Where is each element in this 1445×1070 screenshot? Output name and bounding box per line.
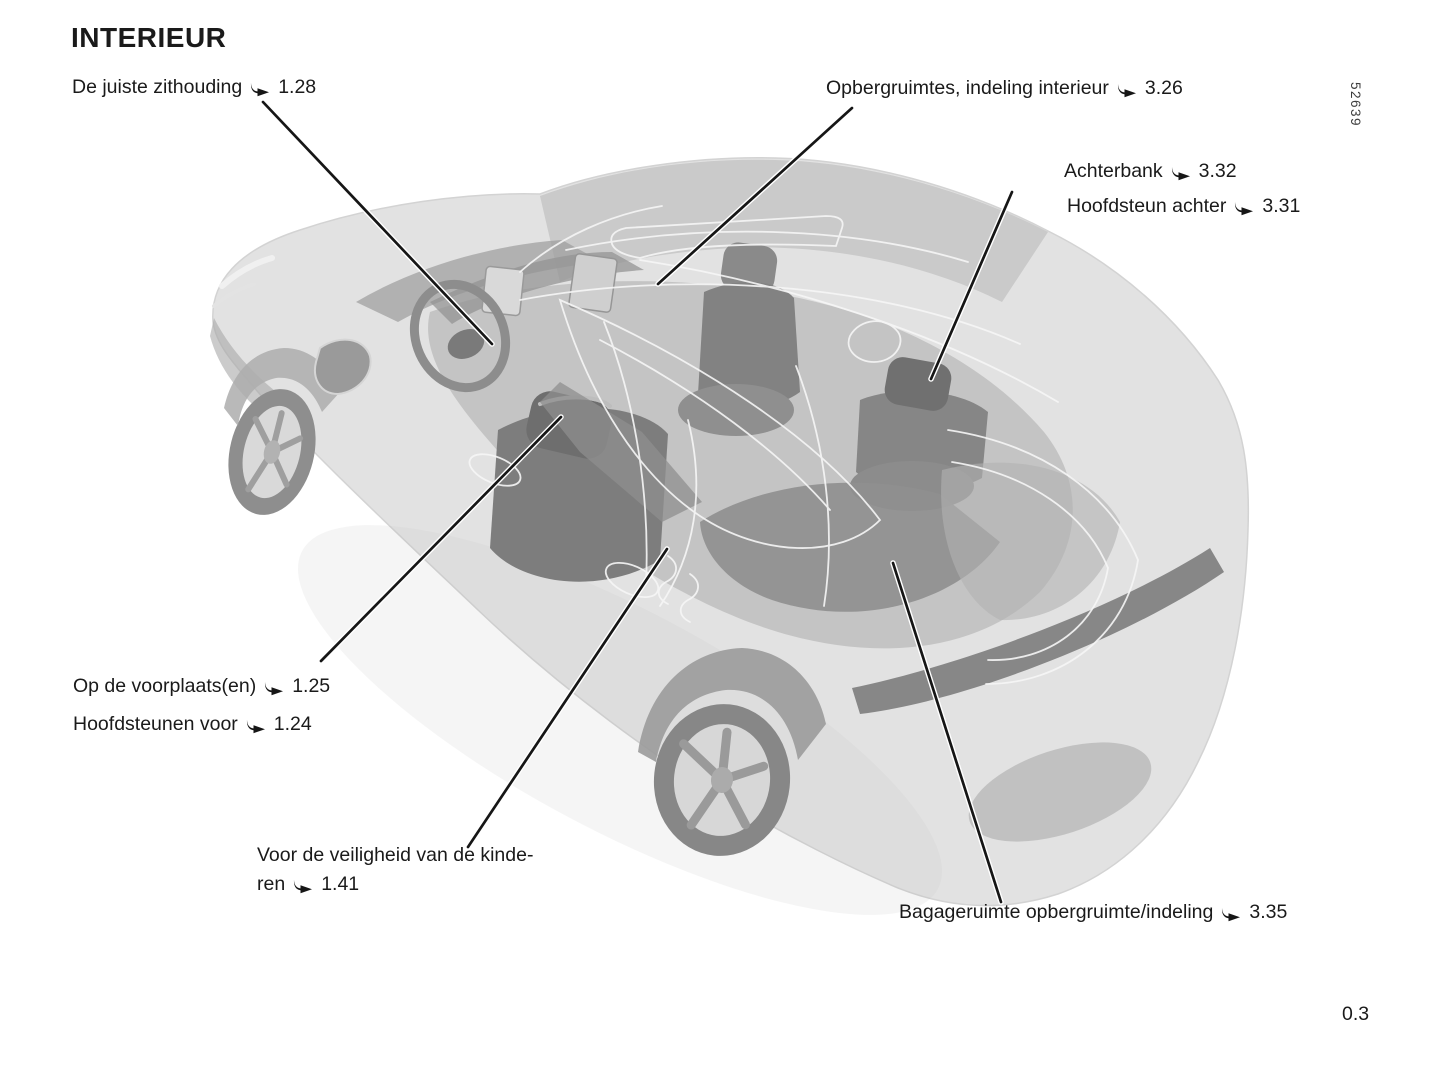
- steering-hub: [447, 329, 485, 359]
- label-rear-bench: Achterbank 3.32: [1064, 160, 1237, 183]
- media-display: [568, 253, 618, 313]
- cargo-floor: [941, 462, 1120, 621]
- callout-line-child-safety: [466, 547, 669, 849]
- center-console: [540, 382, 702, 522]
- callout-line-seating-position: [261, 100, 494, 346]
- page-number: 0.3: [1342, 1003, 1370, 1025]
- label-text: Hoofdsteun achter: [1067, 195, 1227, 217]
- rear-wheel-arch: [638, 648, 826, 762]
- page-ref: 3.31: [1262, 195, 1301, 217]
- label-text: Bagageruimte opbergruimte/indeling: [899, 901, 1214, 923]
- front-passenger-seat: [678, 242, 800, 436]
- page-ref: 3.26: [1144, 77, 1183, 99]
- label-front-seats: Op de voorplaats(en) 1.25: [73, 675, 330, 698]
- rear-bumper-shade: [968, 742, 1152, 842]
- callout-line-storage: [656, 106, 854, 286]
- taillight: [852, 548, 1224, 714]
- car-roof: [540, 159, 1048, 302]
- page-ref-arrow-icon: [292, 876, 314, 894]
- page-ref: 1.25: [292, 675, 331, 697]
- instrument-display: [481, 265, 525, 317]
- callout-lines: [260, 99, 1015, 905]
- page-ref: 3.35: [1249, 901, 1288, 923]
- page-ref-arrow-icon: [1116, 80, 1138, 98]
- label-rear-headrest: Hoofdsteun achter 3.31: [1067, 195, 1300, 218]
- page-ref: 3.32: [1198, 160, 1237, 182]
- rear-bench: [700, 482, 1000, 612]
- label-text: Hoofdsteunen voor: [73, 713, 238, 735]
- label-child-safety: Voor de veiligheid van de kinde- ren 1.4…: [257, 844, 577, 896]
- label-text-line1: Voor de veiligheid van de kinde-: [257, 844, 534, 866]
- callout-line-front-seats: [319, 415, 563, 663]
- label-seating-position: De juiste zithouding 1.28: [72, 76, 316, 99]
- label-text: Achterbank: [1064, 160, 1163, 182]
- label-text-line2: ren: [257, 873, 286, 895]
- page-ref: 1.24: [273, 713, 312, 735]
- page-ref-arrow-icon: [1220, 904, 1242, 922]
- front-wheel: [228, 389, 316, 515]
- page-ref-arrow-icon: [245, 716, 267, 734]
- label-storage: Opbergruimtes, indeling interieur 3.26: [826, 77, 1183, 100]
- page-ref-arrow-icon: [249, 79, 271, 97]
- rear-wheel: [653, 704, 791, 856]
- front-wheel-arch: [224, 348, 340, 426]
- page-ref: 1.28: [278, 76, 317, 98]
- page-ref-arrow-icon: [1233, 198, 1255, 216]
- page-ref-arrow-icon: [1170, 163, 1192, 181]
- callout-line-boot-storage: [891, 561, 1003, 904]
- door-mirror: [314, 338, 372, 396]
- label-front-headrests: Hoofdsteunen voor 1.24: [73, 713, 312, 736]
- label-text: Opbergruimtes, indeling interieur: [826, 77, 1109, 99]
- label-text: De juiste zithouding: [72, 76, 243, 98]
- page-title: INTERIEUR: [71, 22, 227, 53]
- label-text: Op de voorplaats(en): [73, 675, 257, 697]
- headlight-lower: [212, 282, 256, 308]
- page-ref-arrow-icon: [263, 678, 285, 696]
- illustration-code: 52639: [1348, 82, 1363, 128]
- callout-line-rear-headrest: [929, 190, 1014, 381]
- page-ref: 1.41: [321, 873, 360, 895]
- label-boot-storage: Bagageruimte opbergruimte/indeling 3.35: [899, 901, 1287, 924]
- wireframe-lines: [468, 205, 1139, 685]
- headlight: [219, 255, 275, 289]
